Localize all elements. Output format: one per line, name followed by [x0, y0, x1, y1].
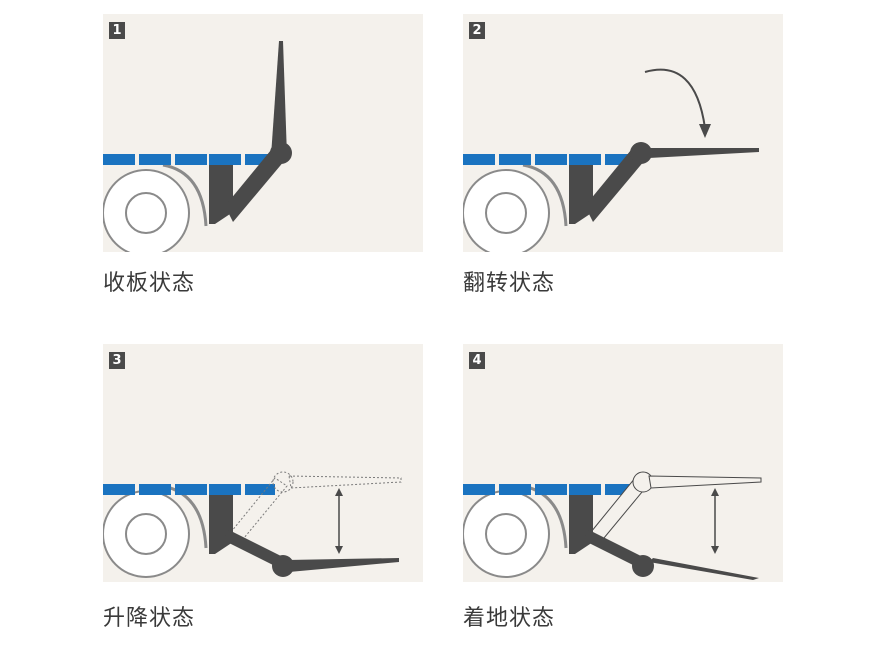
step-number-badge: 1 — [109, 22, 125, 39]
wheel-hub — [485, 192, 527, 234]
support-post — [209, 495, 233, 554]
caption-lifting: 升降状态 — [103, 606, 196, 631]
pivot-joint — [630, 142, 652, 164]
step-number-badge: 2 — [469, 22, 485, 39]
wheel-hub — [125, 192, 167, 234]
rotation-arrowhead — [699, 124, 711, 138]
platform-lowered — [287, 558, 399, 572]
wheel-hub — [125, 513, 167, 555]
panel-flipped: 2 — [463, 14, 783, 252]
platform-vertical — [271, 41, 287, 156]
step-number-badge: 3 — [109, 352, 125, 369]
truck-bed — [463, 484, 635, 495]
platform-tilted-ground — [649, 558, 759, 580]
raised-position-outline — [230, 471, 402, 545]
rotation-arrow — [644, 68, 706, 129]
lift-arm-lowered — [583, 530, 649, 570]
truck-bed — [103, 484, 275, 495]
lift-arm — [225, 150, 285, 222]
truck-bed — [463, 154, 635, 165]
fender — [522, 163, 568, 227]
truck-bed — [103, 154, 275, 165]
caption-flipped: 翻转状态 — [463, 271, 556, 296]
fender — [162, 163, 208, 227]
panel-lifting: 3 — [103, 344, 423, 582]
stowed-illustration — [103, 41, 292, 252]
caption-stowed: 收板状态 — [103, 271, 196, 296]
raised-position-outline — [590, 471, 762, 545]
support-post — [209, 165, 233, 224]
step-number-badge: 4 — [469, 352, 485, 369]
lift-arm-lowered — [223, 530, 289, 570]
height-arrow-down — [335, 546, 343, 554]
pivot-joint — [632, 555, 654, 577]
lift-arm — [585, 150, 645, 222]
flipped-illustration — [463, 68, 759, 252]
grounded-illustration — [463, 471, 762, 580]
caption-grounded: 着地状态 — [463, 606, 556, 631]
height-arrow-down — [711, 546, 719, 554]
panel-grounded: 4 — [463, 344, 783, 582]
panel-stowed: 1 — [103, 14, 423, 252]
height-arrow-up — [335, 488, 343, 496]
support-post — [569, 165, 593, 224]
height-arrow-up — [711, 488, 719, 496]
wheel-hub — [485, 513, 527, 555]
support-post — [569, 495, 593, 554]
lifting-illustration — [103, 471, 402, 578]
platform-horizontal — [645, 148, 759, 158]
